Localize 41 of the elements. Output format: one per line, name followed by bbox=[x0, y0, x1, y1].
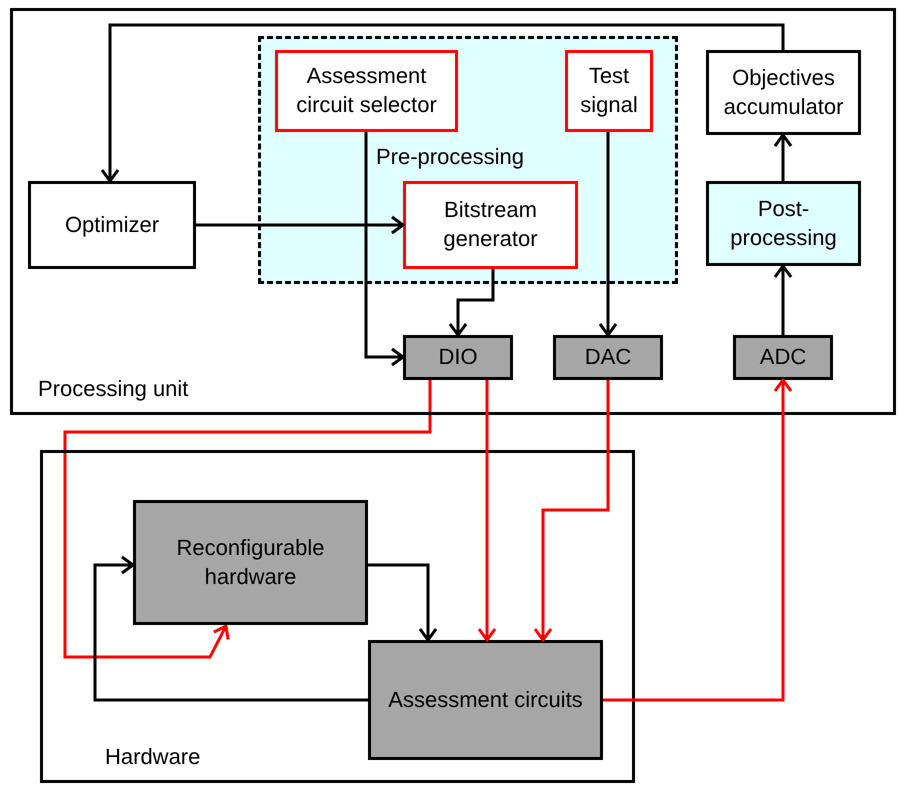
box-label: Bitstream generator bbox=[442, 196, 539, 253]
arrow bbox=[598, 132, 618, 336]
processing-unit-panel bbox=[10, 8, 896, 415]
box-label: DAC bbox=[584, 343, 632, 372]
arrow bbox=[94, 556, 368, 702]
process-box bbox=[275, 50, 458, 132]
box-label: DIO bbox=[437, 343, 479, 372]
arrow bbox=[64, 380, 432, 658]
box-label: Post-processing bbox=[729, 194, 838, 252]
box-label: Processing unit bbox=[38, 375, 188, 403]
arrow bbox=[534, 380, 610, 642]
box-label: Test signal bbox=[579, 62, 639, 119]
arrow bbox=[603, 378, 792, 702]
hardware-panel bbox=[40, 450, 635, 783]
arrow bbox=[196, 216, 404, 234]
box-label: ADC bbox=[758, 343, 808, 372]
arrow bbox=[478, 380, 496, 642]
box-label: Assessment circuits bbox=[387, 686, 584, 714]
arrow bbox=[774, 264, 792, 335]
hardware-box bbox=[368, 640, 603, 760]
box-label: Pre-processing bbox=[376, 143, 524, 171]
process-box bbox=[403, 181, 578, 269]
box-label: Assessment circuit selector bbox=[295, 62, 438, 119]
hardware-box bbox=[133, 500, 368, 625]
process-box bbox=[565, 50, 653, 132]
process-box bbox=[706, 50, 861, 135]
box-label: Hardware bbox=[105, 743, 200, 771]
interface-box bbox=[553, 335, 663, 380]
box-label: Reconfigurable hardware bbox=[176, 534, 326, 590]
box-label: Objectives accumulator bbox=[722, 64, 844, 120]
process-box bbox=[706, 181, 861, 266]
arrow bbox=[448, 269, 494, 336]
arrow bbox=[364, 132, 404, 366]
process-box bbox=[28, 181, 196, 269]
arrow bbox=[100, 24, 784, 182]
interface-box bbox=[403, 335, 513, 380]
arrow bbox=[368, 564, 438, 642]
pre-processing-region bbox=[258, 36, 678, 284]
interface-box bbox=[733, 335, 833, 380]
box-label: Optimizer bbox=[64, 210, 160, 239]
arrow bbox=[774, 134, 792, 181]
